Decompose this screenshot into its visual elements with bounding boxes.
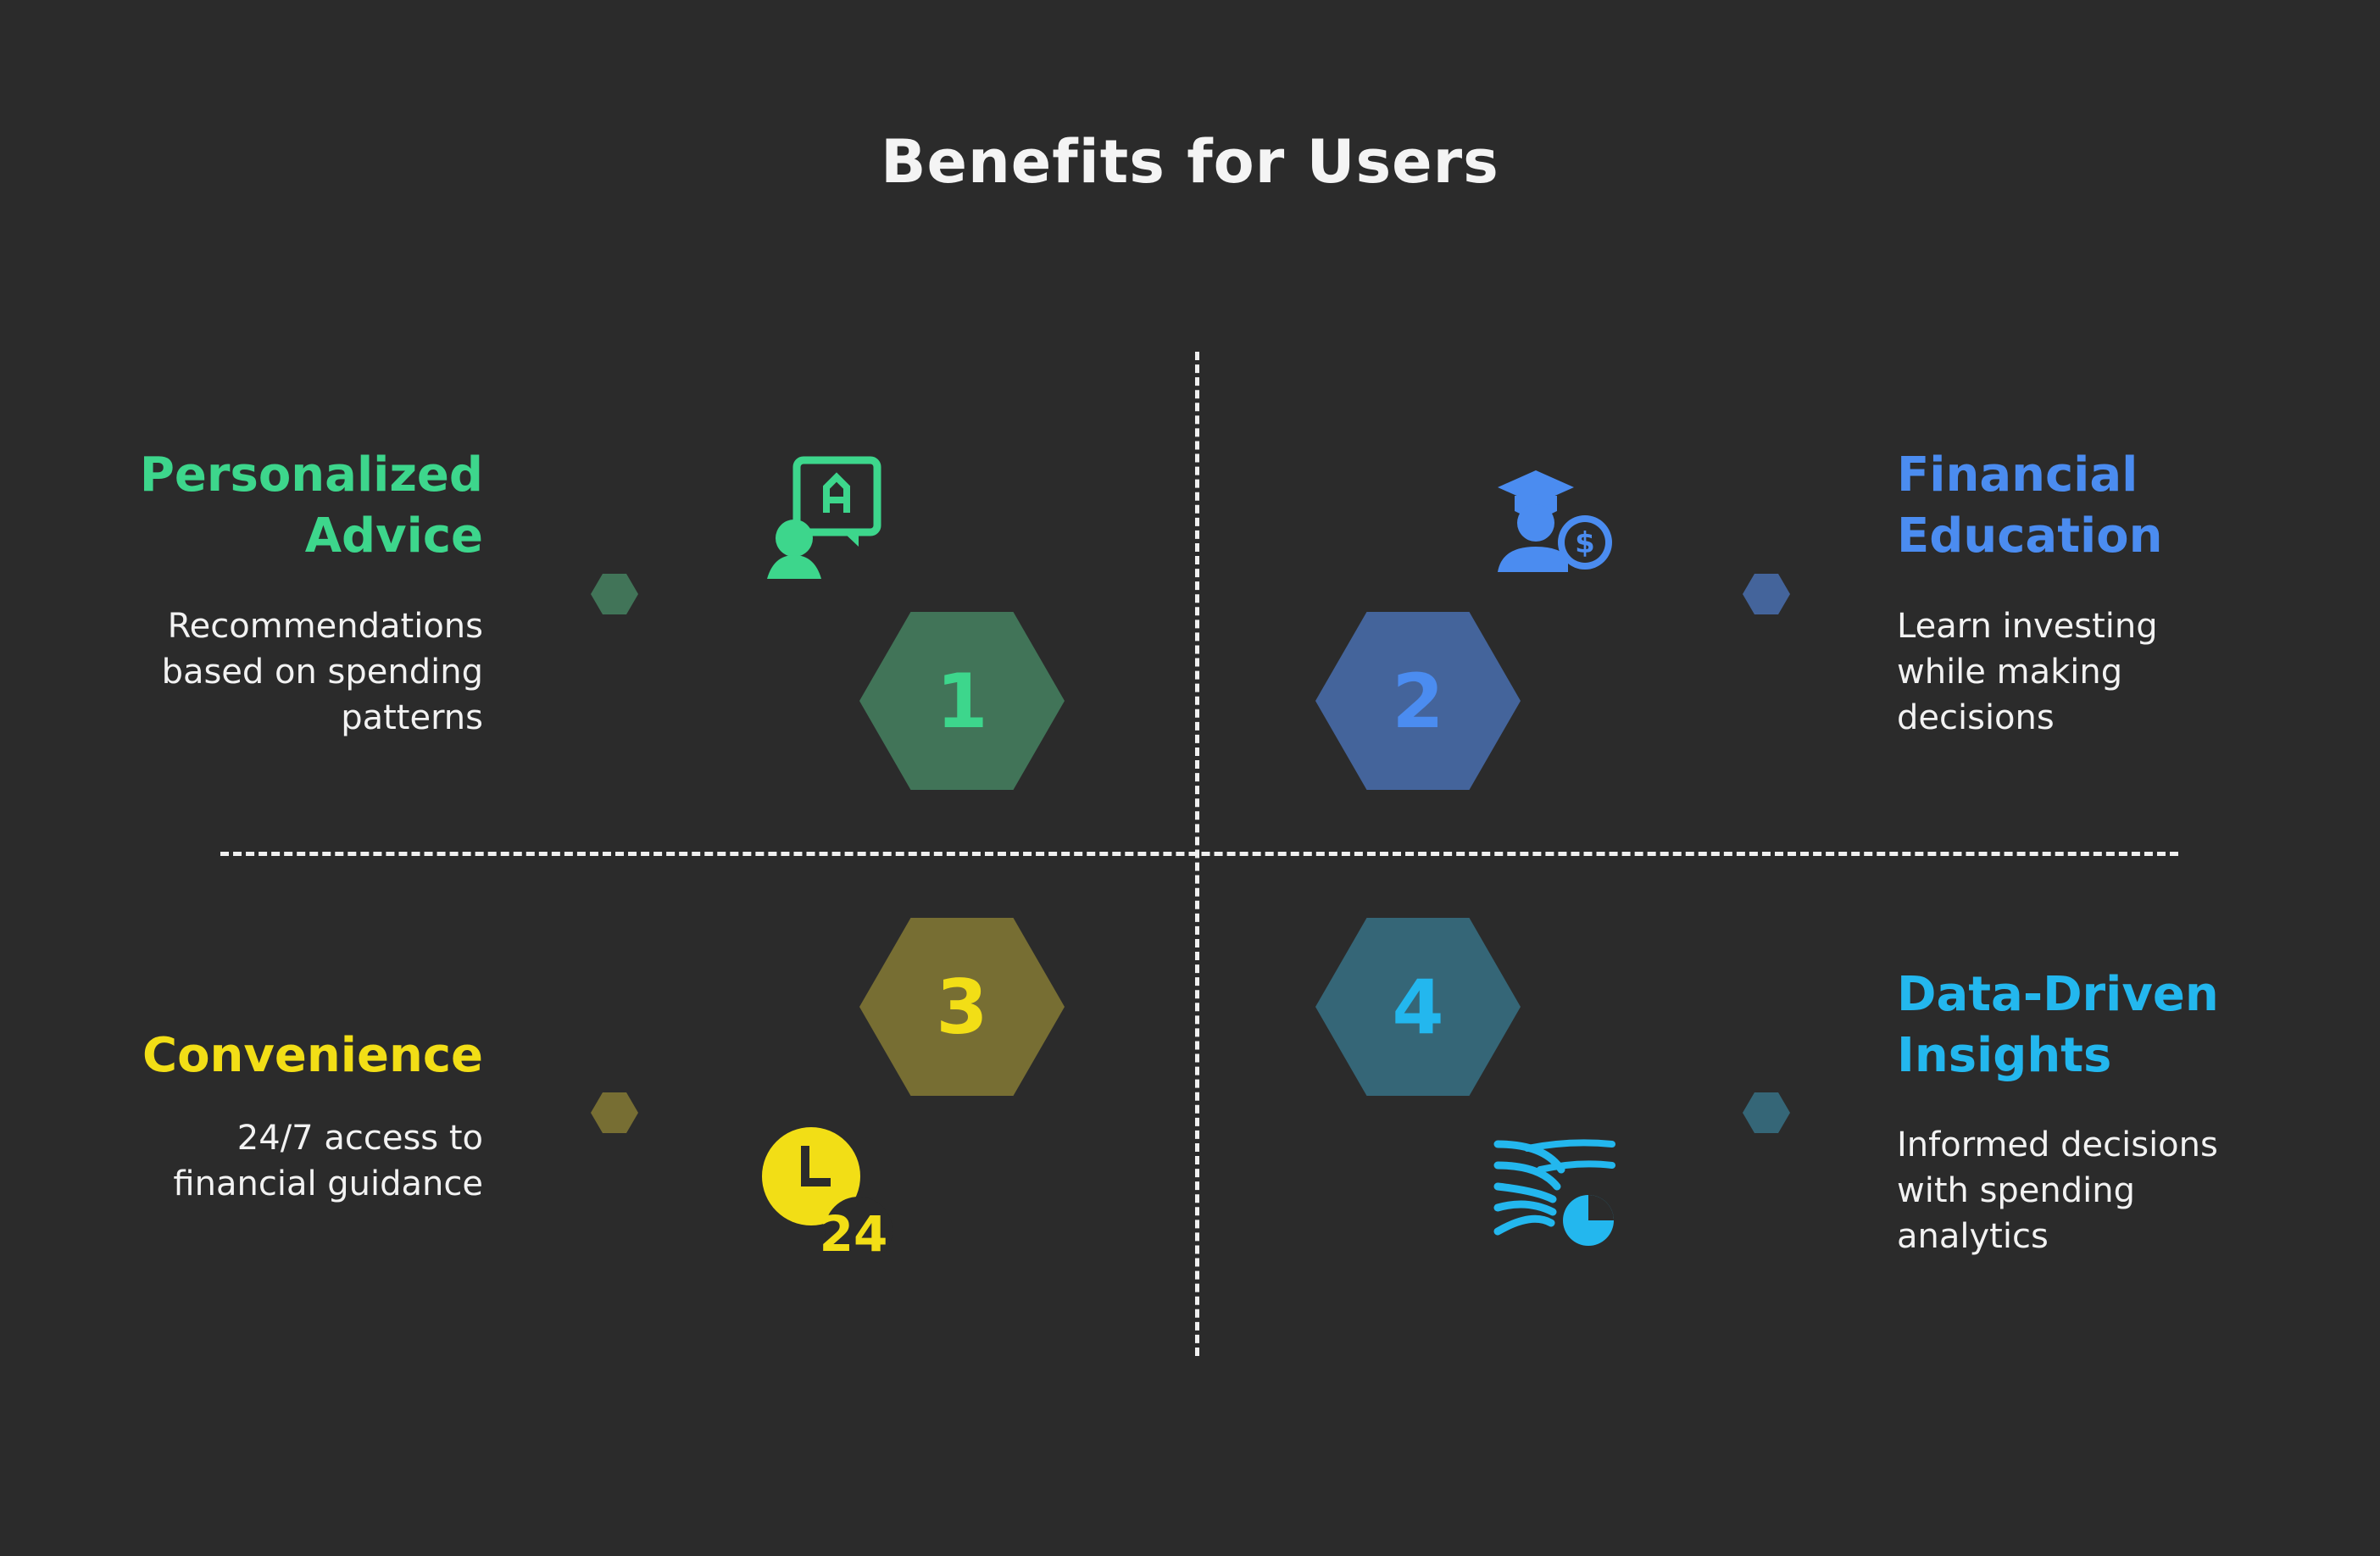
svg-text:24: 24 bbox=[820, 1205, 888, 1254]
benefit-title-line: Personalized bbox=[139, 447, 483, 503]
benefit-description-line: Learn investing bbox=[1897, 607, 2158, 646]
benefit-description-line: patterns bbox=[341, 698, 483, 737]
benefit-description: Learn investing while making decisions bbox=[1897, 603, 2372, 741]
benefit-description-line: Recommendations bbox=[167, 607, 483, 646]
benefit-description-line: decisions bbox=[1897, 698, 2055, 737]
benefit-description-line: analytics bbox=[1897, 1217, 2049, 1256]
number-hexagon: 2 bbox=[1315, 612, 1521, 790]
benefit-title: Convenience bbox=[8, 1025, 483, 1086]
benefit-title-line: Data-Driven bbox=[1897, 967, 2219, 1022]
analytics-stream-icon bbox=[1493, 1139, 1615, 1246]
benefit-title-line: Advice bbox=[304, 508, 483, 564]
benefit-title: Data-Driven Insights bbox=[1897, 964, 2372, 1086]
benefit-description-line: while making bbox=[1897, 653, 2123, 692]
benefit-title-line: Education bbox=[1897, 508, 2163, 564]
graduate-dollar-icon: $ bbox=[1498, 470, 1612, 572]
benefit-description-line: financial guidance bbox=[173, 1164, 483, 1203]
benefit-description: Informed decisions with spending analyti… bbox=[1897, 1122, 2372, 1259]
benefit-description: 24/7 access to financial guidance bbox=[8, 1115, 483, 1207]
benefit-description: Recommendations based on spending patter… bbox=[8, 603, 483, 741]
page-title: Benefits for Users bbox=[881, 127, 1499, 197]
marker-hexagon bbox=[591, 1092, 638, 1133]
benefit-title: Personalized Advice bbox=[8, 445, 483, 567]
benefit-description-line: based on spending bbox=[161, 653, 483, 692]
svg-text:$: $ bbox=[1575, 526, 1595, 560]
benefit-description-line: 24/7 access to bbox=[236, 1119, 483, 1158]
benefit-description-line: with spending bbox=[1897, 1171, 2136, 1210]
benefit-title-line: Insights bbox=[1897, 1028, 2112, 1083]
marker-hexagon bbox=[1743, 574, 1790, 614]
number-hexagon: 3 bbox=[859, 918, 1065, 1096]
number-hexagon: 1 bbox=[859, 612, 1065, 790]
marker-hexagon bbox=[1743, 1092, 1790, 1133]
benefit-title: Financial Education bbox=[1897, 445, 2372, 567]
marker-hexagon bbox=[591, 574, 638, 614]
benefit-title-line: Financial bbox=[1897, 447, 2138, 503]
number-hexagon: 4 bbox=[1315, 918, 1521, 1096]
benefit-title-line: Convenience bbox=[142, 1028, 483, 1083]
benefit-description-line: Informed decisions bbox=[1897, 1125, 2218, 1164]
advisor-chat-icon bbox=[767, 456, 881, 579]
clock-24-icon: 24 bbox=[762, 1127, 892, 1254]
horizontal-divider bbox=[220, 852, 2178, 856]
